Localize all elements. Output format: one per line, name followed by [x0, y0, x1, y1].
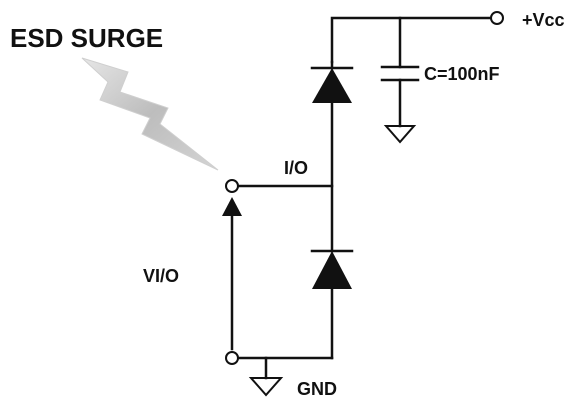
gnd-symbol-icon — [248, 377, 284, 397]
vcc-label: +Vcc — [522, 10, 565, 30]
io-terminal — [225, 179, 239, 193]
vcc-rail-wire — [330, 16, 495, 64]
vcc-terminal — [490, 11, 504, 25]
vio-label: VI/O — [143, 266, 179, 286]
vio-arrow-head-icon — [222, 197, 242, 216]
upper-diode-symbol — [312, 68, 352, 103]
capacitor-label: C=100nF — [424, 64, 500, 84]
surge-bolt-icon — [81, 57, 219, 171]
io-label: I/O — [284, 158, 308, 178]
capacitor-ground-icon — [383, 125, 417, 144]
lower-diode-symbol — [312, 251, 352, 289]
gnd-label: GND — [297, 379, 337, 399]
gnd-terminal — [225, 351, 239, 365]
esd-surge-title: ESD SURGE — [10, 23, 163, 53]
